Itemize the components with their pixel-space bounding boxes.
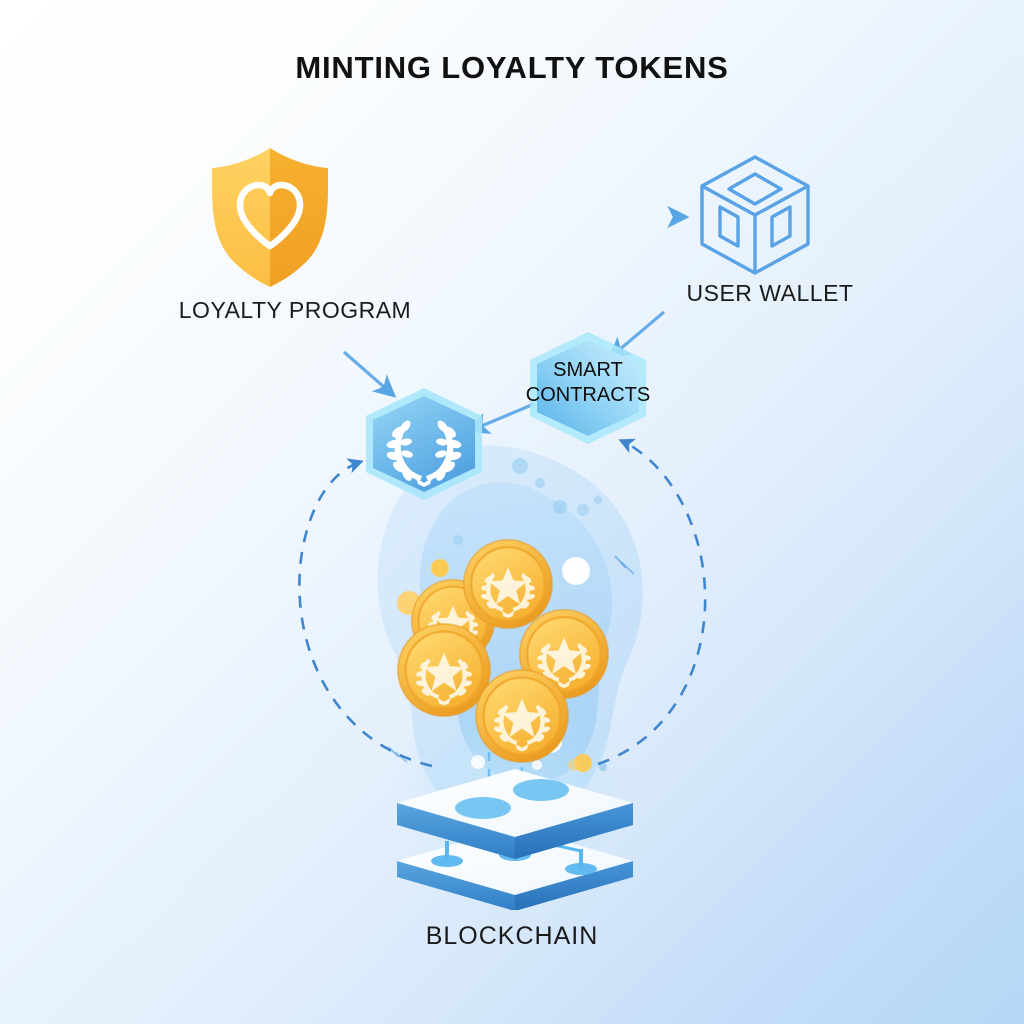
bokeh-dot [594,496,602,504]
smart-contracts-node[interactable]: SMART CONTRACTS [524,330,652,446]
cube-wallet-icon [700,155,810,275]
blockchain-slot [455,797,511,819]
cube-left-panel [718,205,740,248]
user-wallet-label: USER WALLET [686,280,854,306]
hexagon-laurel-icon [366,388,482,500]
hexagon-body [537,340,639,436]
token-coins-group[interactable] [390,530,650,790]
loyalty-token-node[interactable] [360,386,488,502]
blockchain-node[interactable] [385,765,645,911]
gold-coin-cluster [396,538,610,764]
coin [462,538,554,630]
cube-right-panel [770,205,792,248]
user-wallet-node[interactable] [694,152,816,278]
heart-icon [236,181,304,250]
blockchain-slot [513,779,569,801]
bokeh-dot [535,478,545,488]
blockchain-layer-lower [397,827,633,911]
loyalty-program-node[interactable] [196,142,344,288]
coin [396,622,492,718]
hexagon-badge-icon [530,332,646,444]
laurel-wreath-icon [386,420,462,487]
cube-top-diamond [727,172,783,206]
bokeh-dot [512,458,528,474]
page-title: MINTING LOYALTY TOKENS [295,50,729,85]
shield-heart-icon [211,148,329,287]
blockchain-layer-upper [397,769,633,859]
coin [474,668,570,764]
blockchain-label: BLOCKCHAIN [425,922,599,950]
loyalty-program-label: LOYALTY PROGRAM [178,297,412,323]
bokeh-dot [577,504,589,516]
bokeh-dot [553,500,567,514]
cube-top-edges [701,184,809,217]
isometric-blockchain-slabs-icon [397,769,633,911]
